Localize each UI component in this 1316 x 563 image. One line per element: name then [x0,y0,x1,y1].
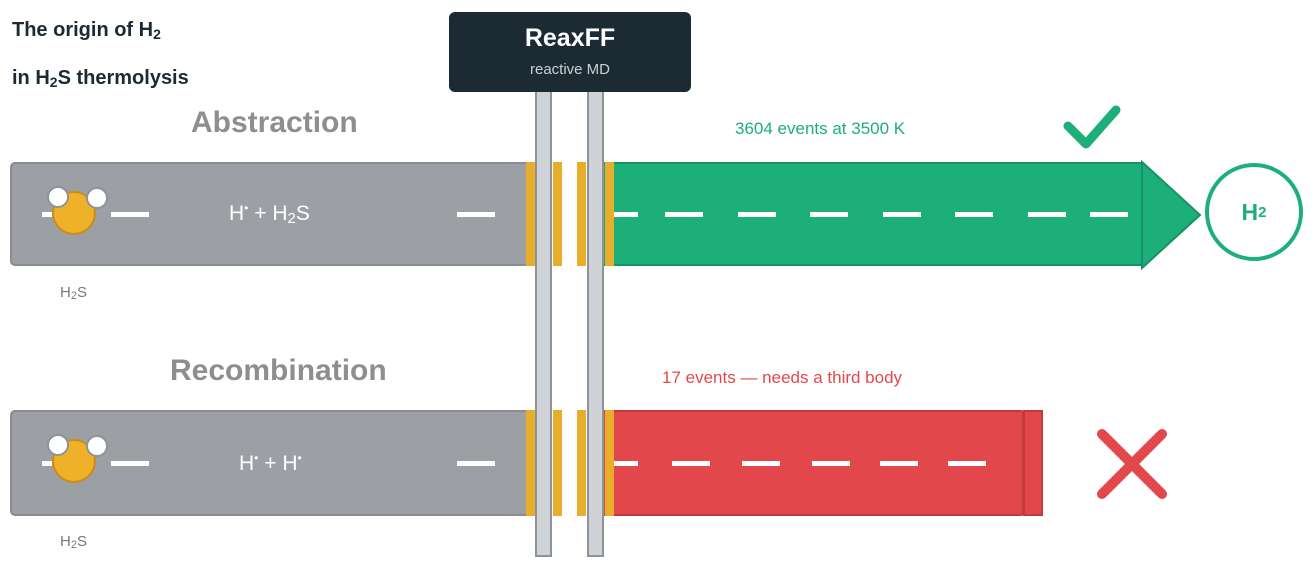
barrier-stripe [553,410,562,516]
route-label-abstraction: Abstraction [191,106,358,139]
title-line-2: in H2S thermolysis [12,67,189,90]
method-name: ReaxFF [524,24,616,52]
barrier-gap [563,162,575,266]
abstraction-stats: 3604 events at 3500 K [735,119,906,138]
lane-dash [810,212,848,217]
abstraction-reactants: H• + H2S [229,201,310,227]
barrier-stripe [605,162,614,266]
lane-dash [955,212,993,217]
lane-dash [42,212,52,217]
recombination-stats: 17 events — needs a third body [662,368,903,387]
barrier-stripe [526,410,535,516]
lane-dash [883,212,921,217]
barrier-stripe [526,162,535,266]
barrier-stripe [605,410,614,516]
lane-dash [672,461,710,466]
reaxff-pillar-left [535,90,552,557]
barrier-stripe [577,410,586,516]
recombination-end-cap [1023,410,1043,516]
lane-dash [812,461,850,466]
barrier-stripe [553,162,562,266]
checkmark-icon [1063,105,1121,149]
figure-title: The origin of H2 in H2S thermolysis [12,8,189,104]
lane-dash [111,212,149,217]
lane-dash [614,461,638,466]
route-label-recombination: Recombination [170,354,387,387]
barrier-gap [563,410,575,516]
h2s-molecule-icon [47,186,108,235]
method-subtitle: reactive MD [529,61,611,78]
lane-dash [948,461,986,466]
method-box: ReaxFF reactive MD [449,12,691,92]
title-line-1: The origin of H2 [12,19,161,42]
lane-dash [1090,212,1128,217]
lane-dash [742,461,780,466]
lane-dash [457,212,495,217]
lane-dash [111,461,149,466]
lane-dash [665,212,703,217]
lane-dash [614,212,638,217]
reaxff-pillar-right [587,90,604,557]
lane-dash [880,461,918,466]
lane-dash [738,212,776,217]
lane-dash [1028,212,1066,217]
lane-dash [42,461,52,466]
molecule-caption: H2S [60,533,87,551]
h2s-molecule-icon [47,434,108,483]
recombination-reactants: H• + H• [239,451,302,475]
cross-icon [1097,429,1167,499]
lane-dash [457,461,495,466]
molecule-caption: H2S [60,284,87,302]
barrier-stripe [577,162,586,266]
arrowhead-icon [1141,159,1202,271]
